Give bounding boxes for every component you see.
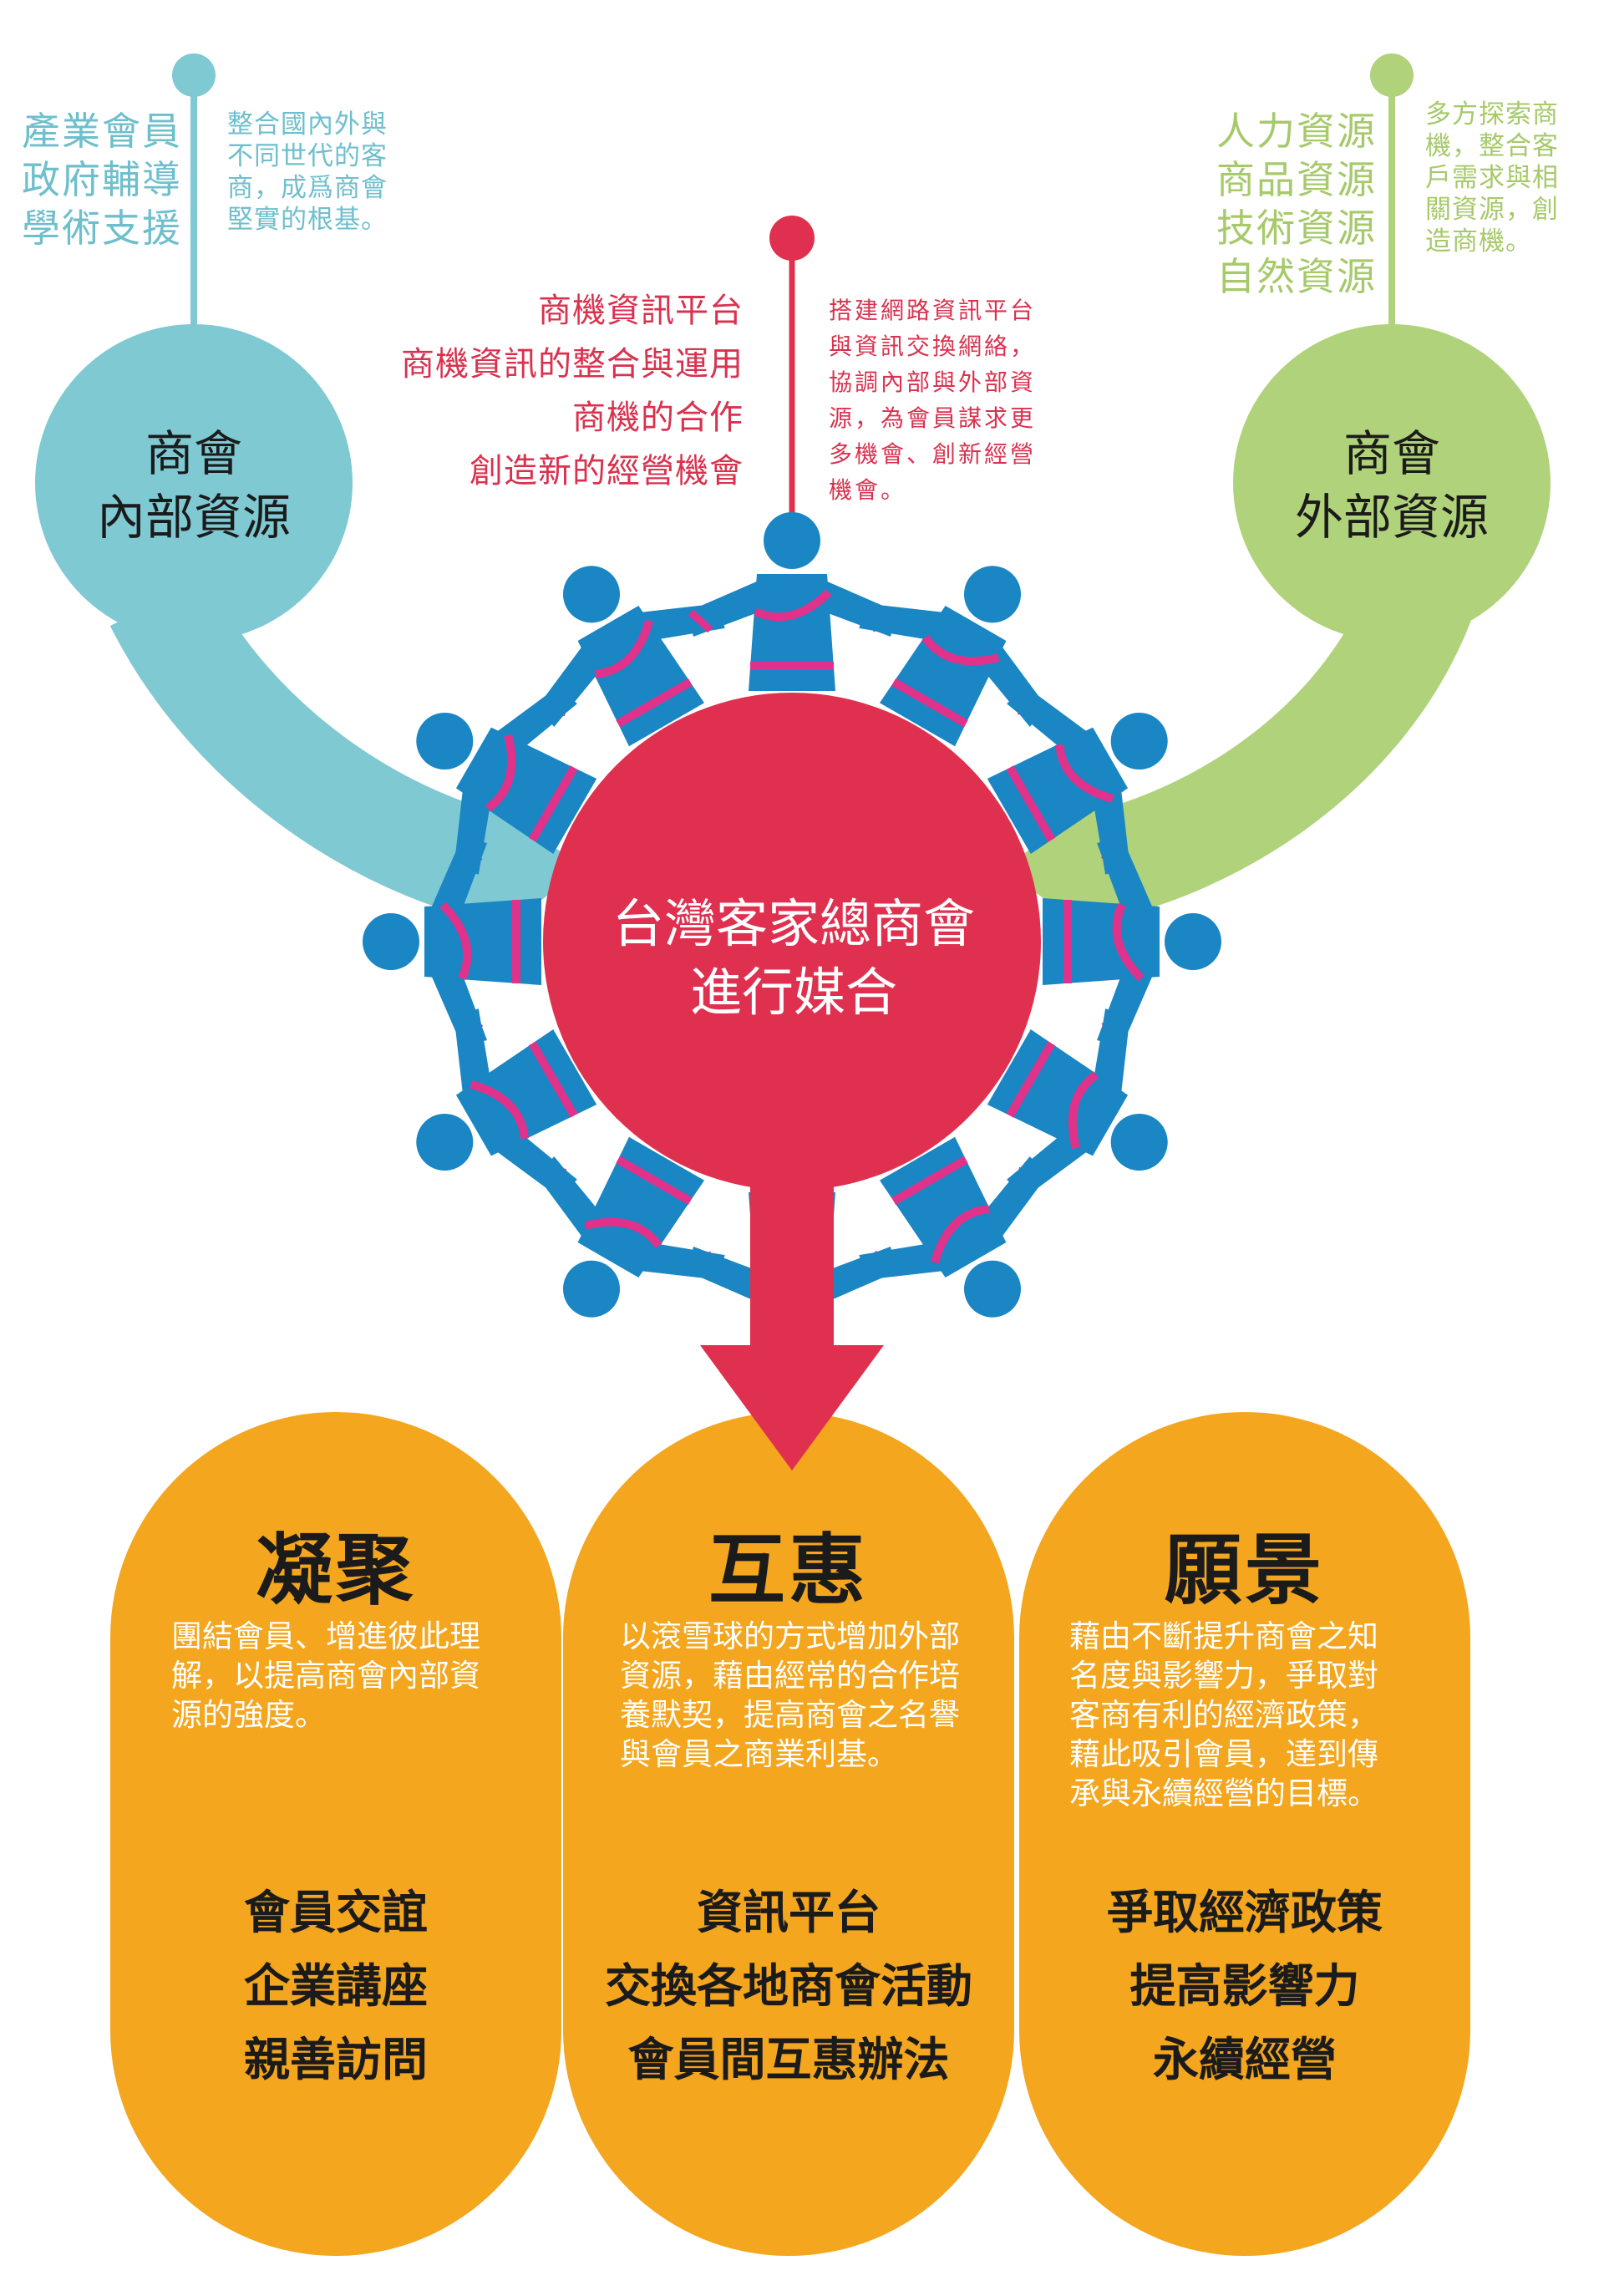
top-item: 商機資訊的整合與運用 [401, 345, 744, 384]
pillar-shape-1 [110, 1412, 561, 2256]
top-item: 商機的合作 [572, 399, 744, 437]
pillar-desc-line: 解，以提高商會內部資 [171, 1658, 480, 1694]
pillar-shape-2 [563, 1412, 1014, 2256]
right-desc-line: 多方探索商 [1425, 99, 1559, 130]
pillar-desc-line: 資源，藉由經常的合作培 [620, 1658, 960, 1694]
pillar-shape-3 [1019, 1412, 1470, 2256]
center-circle [543, 693, 1041, 1191]
top-item: 商機資訊平台 [538, 292, 744, 330]
pillar-item: 提高影響力 [1129, 1958, 1360, 2013]
right-item: 自然資源 [1216, 254, 1377, 299]
person-figure [416, 686, 597, 875]
right-pin-dot [1370, 53, 1414, 97]
top-desc-line: 源，為會員謀求更 [829, 404, 1037, 432]
left-desc-line: 不同世代的客 [227, 141, 388, 171]
pillar-item: 爭取經濟政策 [1106, 1885, 1383, 1939]
right-items: 人力資源 商品資源 技術資源 自然資源 [1216, 107, 1377, 301]
pillar-desc-line: 與會員之商業利基。 [620, 1736, 898, 1772]
person-figure [987, 1008, 1168, 1197]
center-label: 台灣客家總商會 進行媒合 [585, 890, 1002, 1027]
pillar-title-1: 凝聚 [255, 1525, 416, 1615]
top-desc-line: 協調內部與外部資 [829, 368, 1037, 396]
right-hub-line: 商會 [1343, 425, 1440, 482]
person-figure [536, 566, 725, 747]
top-items: 商機資訊平台 商機資訊的整合與運用 商機的合作 創造新的經營機會 [359, 284, 744, 498]
pillar-desc-line: 以滾雪球的方式增加外部 [620, 1618, 960, 1654]
person-figure [987, 686, 1168, 875]
down-arrow-head [700, 1345, 884, 1471]
person-figure [363, 837, 541, 1046]
left-desc: 整合國內外與 不同世代的客 商，成爲商會 堅實的根基。 [227, 109, 388, 236]
pillar-item: 資訊平台 [696, 1885, 881, 1939]
pillar-desc-line: 承與永續經營的目標。 [1069, 1775, 1378, 1811]
pillar-desc-1: 團結會員、增進彼此理 解，以提高商會內部資 源的強度。 [171, 1617, 539, 1735]
right-hub-label: 商會 外部資源 [1233, 422, 1551, 549]
person-figure [688, 512, 896, 691]
right-desc: 多方探索商 機，整合客 戶需求與相 關資源，創 造商機。 [1425, 99, 1559, 257]
right-desc-line: 關資源，創 [1425, 195, 1559, 225]
pillar-desc-line: 名度與影響力，爭取對 [1069, 1658, 1378, 1694]
left-hub-circle [35, 324, 353, 642]
top-desc-line: 搭建網路資訊平台 [829, 297, 1037, 324]
person-figure [859, 566, 1048, 747]
pillar-title-3: 願景 [1164, 1525, 1325, 1615]
right-item: 商品資源 [1216, 157, 1377, 202]
pillar-items-1: 會員交誼 企業講座 親善訪問 [110, 1876, 561, 2096]
pillar-desc-line: 養默契，提高商會之名譽 [620, 1697, 960, 1733]
person-figure [536, 1136, 725, 1318]
right-hub-line: 外部資源 [1294, 489, 1489, 546]
top-pin-dot [769, 216, 815, 261]
top-desc-line: 多機會、創新經營 [829, 440, 1037, 468]
top-desc-line: 與資訊交換網絡， [829, 333, 1037, 360]
pillar-item: 親善訪問 [243, 2032, 428, 2086]
pillar-item: 會員交誼 [243, 1885, 428, 1939]
pillar-desc-line: 藉此吸引會員，達到傳 [1069, 1736, 1378, 1772]
center-line: 進行媒合 [689, 962, 897, 1023]
left-item: 政府輔導 [22, 157, 182, 202]
left-pin-dot [172, 53, 216, 97]
pillar-item: 會員間互惠辦法 [627, 2032, 950, 2086]
pillar-desc-line: 客商有利的經濟政策， [1069, 1697, 1378, 1733]
left-item: 學術支援 [22, 206, 182, 251]
right-hub-circle [1233, 324, 1551, 642]
left-hub-line: 商會 [145, 425, 242, 482]
pillar-desc-line: 團結會員、增進彼此理 [171, 1618, 480, 1654]
pillar-desc-3: 藉由不斷提升商會之知 名度與影響力，爭取對 客商有利的經濟政策， 藉此吸引會員，… [1069, 1617, 1437, 1813]
pillar-desc-line: 藉由不斷提升商會之知 [1069, 1618, 1378, 1654]
pillar-desc-2: 以滾雪球的方式增加外部 資源，藉由經常的合作培 養默契，提高商會之名譽 與會員之… [620, 1617, 1004, 1774]
people-circle-icon [363, 512, 1221, 1371]
person-figure [859, 1136, 1048, 1318]
pillar-item: 企業講座 [243, 1958, 428, 2013]
pillar-item: 交換各地商會活動 [604, 1958, 972, 2013]
right-desc-line: 造商機。 [1425, 226, 1532, 257]
right-desc-line: 機，整合客 [1425, 131, 1559, 161]
pillar-item: 永續經營 [1152, 2032, 1337, 2086]
pillar-title-2: 互惠 [708, 1525, 869, 1615]
top-desc-line: 機會。 [829, 476, 907, 504]
left-desc-line: 整合國內外與 [227, 109, 388, 140]
top-desc: 搭建網路資訊平台 與資訊交換網絡， 協調內部與外部資 源，為會員謀求更 多機會、… [829, 292, 1036, 508]
right-item: 技術資源 [1216, 206, 1377, 251]
left-hub-label: 商會 內部資源 [35, 422, 353, 549]
center-line: 台灣客家總商會 [612, 893, 975, 954]
left-hub-line: 內部資源 [96, 489, 291, 546]
left-items: 產業會員 政府輔導 學術支援 [22, 107, 182, 252]
pillar-desc-line: 源的強度。 [171, 1697, 326, 1733]
left-item: 產業會員 [22, 109, 182, 154]
top-item: 創造新的經營機會 [470, 452, 744, 490]
left-desc-line: 堅實的根基。 [227, 205, 388, 235]
pillar-items-2: 資訊平台 交換各地商會活動 會員間互惠辦法 [563, 1876, 1014, 2096]
right-desc-line: 戶需求與相 [1425, 163, 1559, 193]
pillar-items-3: 爭取經濟政策 提高影響力 永續經營 [1019, 1876, 1470, 2096]
right-item: 人力資源 [1216, 109, 1377, 154]
left-desc-line: 商，成爲商會 [227, 173, 388, 203]
